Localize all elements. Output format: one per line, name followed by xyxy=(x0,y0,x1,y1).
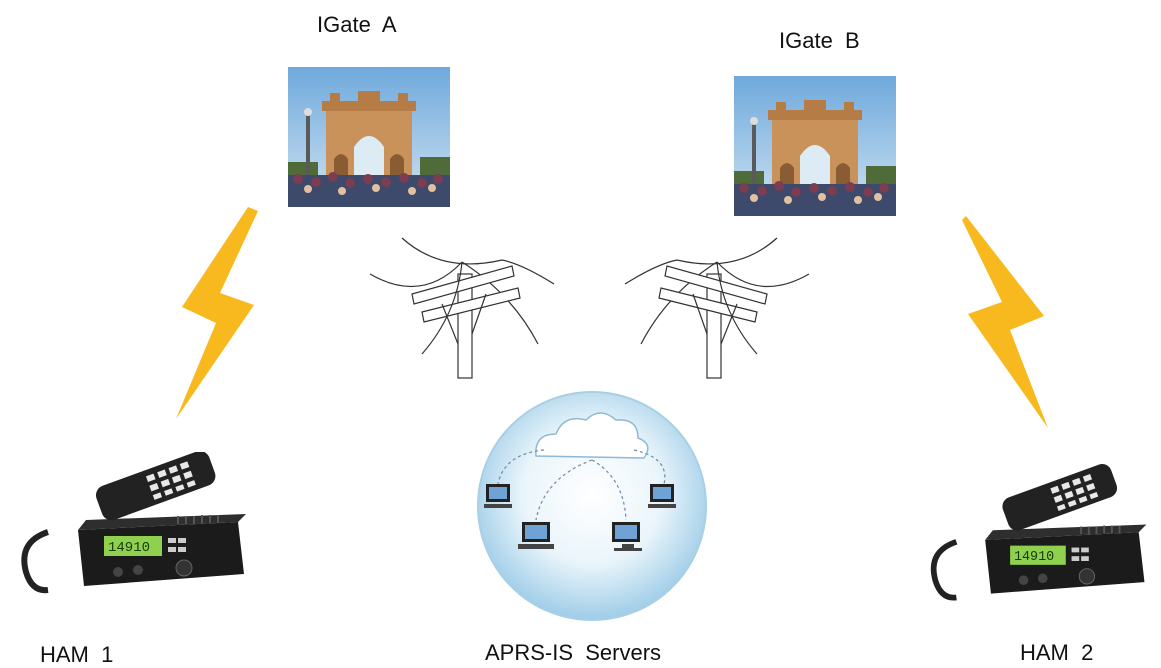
igate-a-photo xyxy=(288,67,450,207)
gateway-monument-icon xyxy=(734,76,896,216)
igate-a-label: IGate A xyxy=(317,12,397,37)
telephone-pole-icon xyxy=(624,237,810,379)
ham-2-radio: 14910 xyxy=(918,462,1156,612)
radio-transceiver-icon: 14910 xyxy=(21,452,246,594)
lightning-bolt-icon xyxy=(962,216,1048,428)
radio-transceiver-icon: 14910 xyxy=(930,464,1147,601)
computer-icon xyxy=(648,484,676,508)
ham-1-radio: 14910 xyxy=(8,452,256,602)
wire-pole-left xyxy=(362,234,557,380)
aprs-is-cloud-sphere xyxy=(474,388,710,624)
cloud-network-icon xyxy=(477,391,707,621)
computer-icon xyxy=(612,522,642,551)
computer-icon xyxy=(484,484,512,508)
radio-lcd-text: 14910 xyxy=(1014,550,1054,565)
lightning-bolt-icon xyxy=(176,207,258,419)
computer-icon xyxy=(518,522,554,549)
gateway-monument-icon xyxy=(288,67,450,207)
ham-2-label: HAM 2 xyxy=(1020,640,1094,665)
wire-pole-right xyxy=(622,234,817,380)
lightning-left xyxy=(170,205,260,423)
lightning-right xyxy=(958,212,1050,432)
igate-b-label: IGate B xyxy=(779,28,860,53)
radio-lcd-text: 14910 xyxy=(108,540,150,556)
telephone-pole-icon xyxy=(369,237,555,379)
igate-b-photo xyxy=(734,76,896,216)
servers-label: APRS-IS Servers xyxy=(485,640,662,665)
ham-1-label: HAM 1 xyxy=(40,642,114,667)
